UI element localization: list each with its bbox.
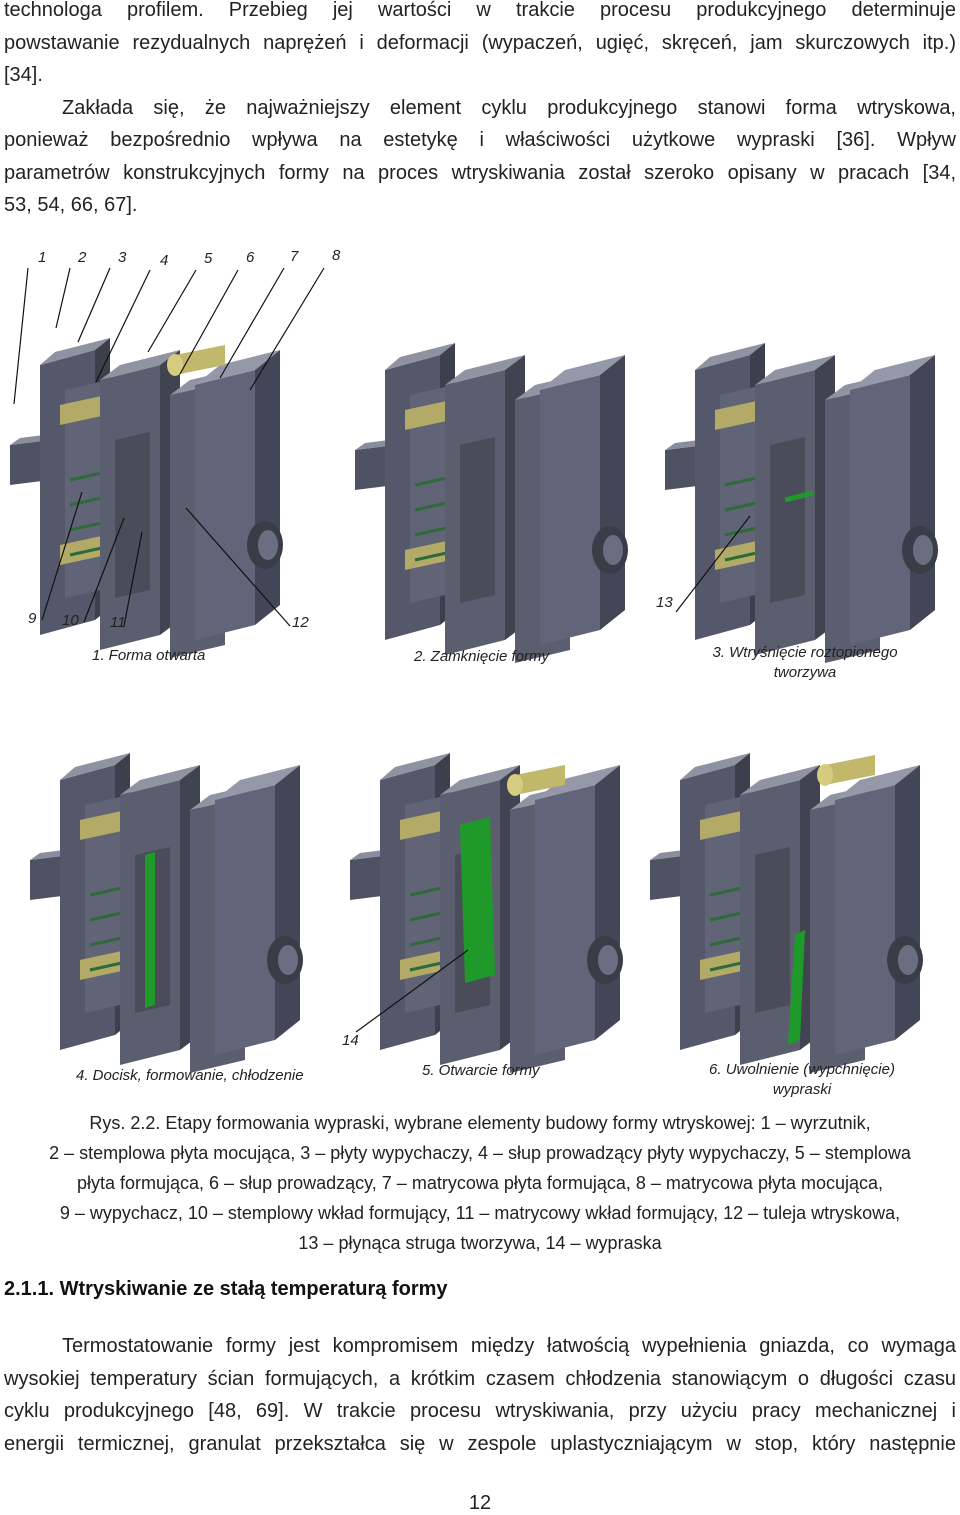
caption-line: 13 – płynąca struga tworzywa, 14 – wypra… — [298, 1233, 662, 1253]
mold-stages-figure: 1 2 3 4 5 6 7 8 9 10 11 12 13 14 1. Form… — [0, 240, 960, 1110]
caption-stage-4: 4. Docisk, formowanie, chłodzenie — [76, 1067, 304, 1084]
leader-lines — [13, 267, 751, 1033]
stage-5-mold — [348, 751, 625, 1075]
caption-line: płyta formująca, 6 – słup prowadzący, 7 … — [76, 1173, 884, 1193]
text-line: powstawanie rezydualnych naprężeń i defo… — [4, 31, 956, 54]
text-line: technologa profilem. Przebieg jej wartoś… — [4, 0, 956, 21]
text-line: Zakłada się, że najważniejszy element cy… — [62, 96, 956, 119]
label-7: 7 — [290, 248, 299, 265]
stage-6-mold — [648, 751, 925, 1075]
text-line: wysokiej temperatury ścian formujących, … — [4, 1367, 956, 1390]
label-2: 2 — [78, 249, 87, 266]
label-3: 3 — [118, 249, 127, 266]
caption-stage-6: 6. Uwolnienie (wypchnięcie) wypraski — [692, 1060, 912, 1100]
caption-line: 9 – wypychacz, 10 – stemplowy wkład form… — [59, 1203, 901, 1223]
text-line: ponieważ bezpośrednio wpływa na estetykę… — [4, 129, 956, 151]
mold-illustration — [8, 267, 940, 1075]
caption-stage-5: 5. Otwarcie formy — [422, 1062, 540, 1079]
figure-caption: Rys. 2.2. Etapy formowania wypraski, wyb… — [0, 1108, 960, 1258]
label-9: 9 — [28, 610, 37, 627]
caption-line: wypraski — [772, 1081, 832, 1098]
caption-stage-1: 1. Forma otwarta — [92, 647, 206, 664]
text-line: 53, 54, 66, 67]. — [4, 194, 138, 216]
label-10: 10 — [62, 612, 79, 629]
stage-3-mold — [663, 341, 940, 665]
stage-1-mold — [8, 336, 285, 660]
caption-line: 3. Wtryśnięcie roztopionego — [712, 644, 898, 661]
label-13: 13 — [656, 594, 673, 611]
label-6: 6 — [246, 249, 255, 266]
text-line: cyklu produkcyjnego [48, 69]. W trakcie … — [4, 1400, 956, 1423]
intro-paragraph: technologa profilem. Przebieg jej wartoś… — [4, 0, 956, 222]
label-14: 14 — [342, 1032, 359, 1049]
caption-stage-2: 2. Zamknięcie formy — [414, 648, 550, 665]
label-8: 8 — [332, 247, 341, 264]
body-paragraph: Termostatowanie formy jest kompromisem m… — [4, 1330, 956, 1461]
label-12: 12 — [292, 614, 309, 631]
caption-stage-3: 3. Wtryśnięcie roztopionego tworzywa — [700, 643, 910, 683]
text-line: [34]. — [4, 64, 43, 86]
caption-line: 6. Uwolnienie (wypchnięcie) — [709, 1061, 895, 1078]
label-11: 11 — [110, 614, 126, 631]
label-1: 1 — [38, 249, 47, 266]
text-line: Termostatowanie formy jest kompromisem m… — [62, 1335, 956, 1357]
caption-line: 2 – stemplowa płyta mocująca, 3 – płyty … — [49, 1143, 911, 1163]
label-4: 4 — [160, 252, 169, 269]
text-line: energii termicznej, granulat przekształc… — [4, 1433, 956, 1456]
caption-line: tworzywa — [773, 664, 837, 681]
stage-4-mold — [28, 751, 305, 1075]
page-number: 12 — [468, 1492, 492, 1514]
section-heading: 2.1.1. Wtryskiwanie ze stałą temperaturą… — [4, 1278, 448, 1300]
label-5: 5 — [204, 250, 213, 267]
stage-2-mold — [353, 341, 630, 665]
caption-line: Rys. 2.2. Etapy formowania wypraski, wyb… — [89, 1113, 871, 1133]
text-line: parametrów konstrukcyjnych formy na proc… — [4, 161, 956, 184]
